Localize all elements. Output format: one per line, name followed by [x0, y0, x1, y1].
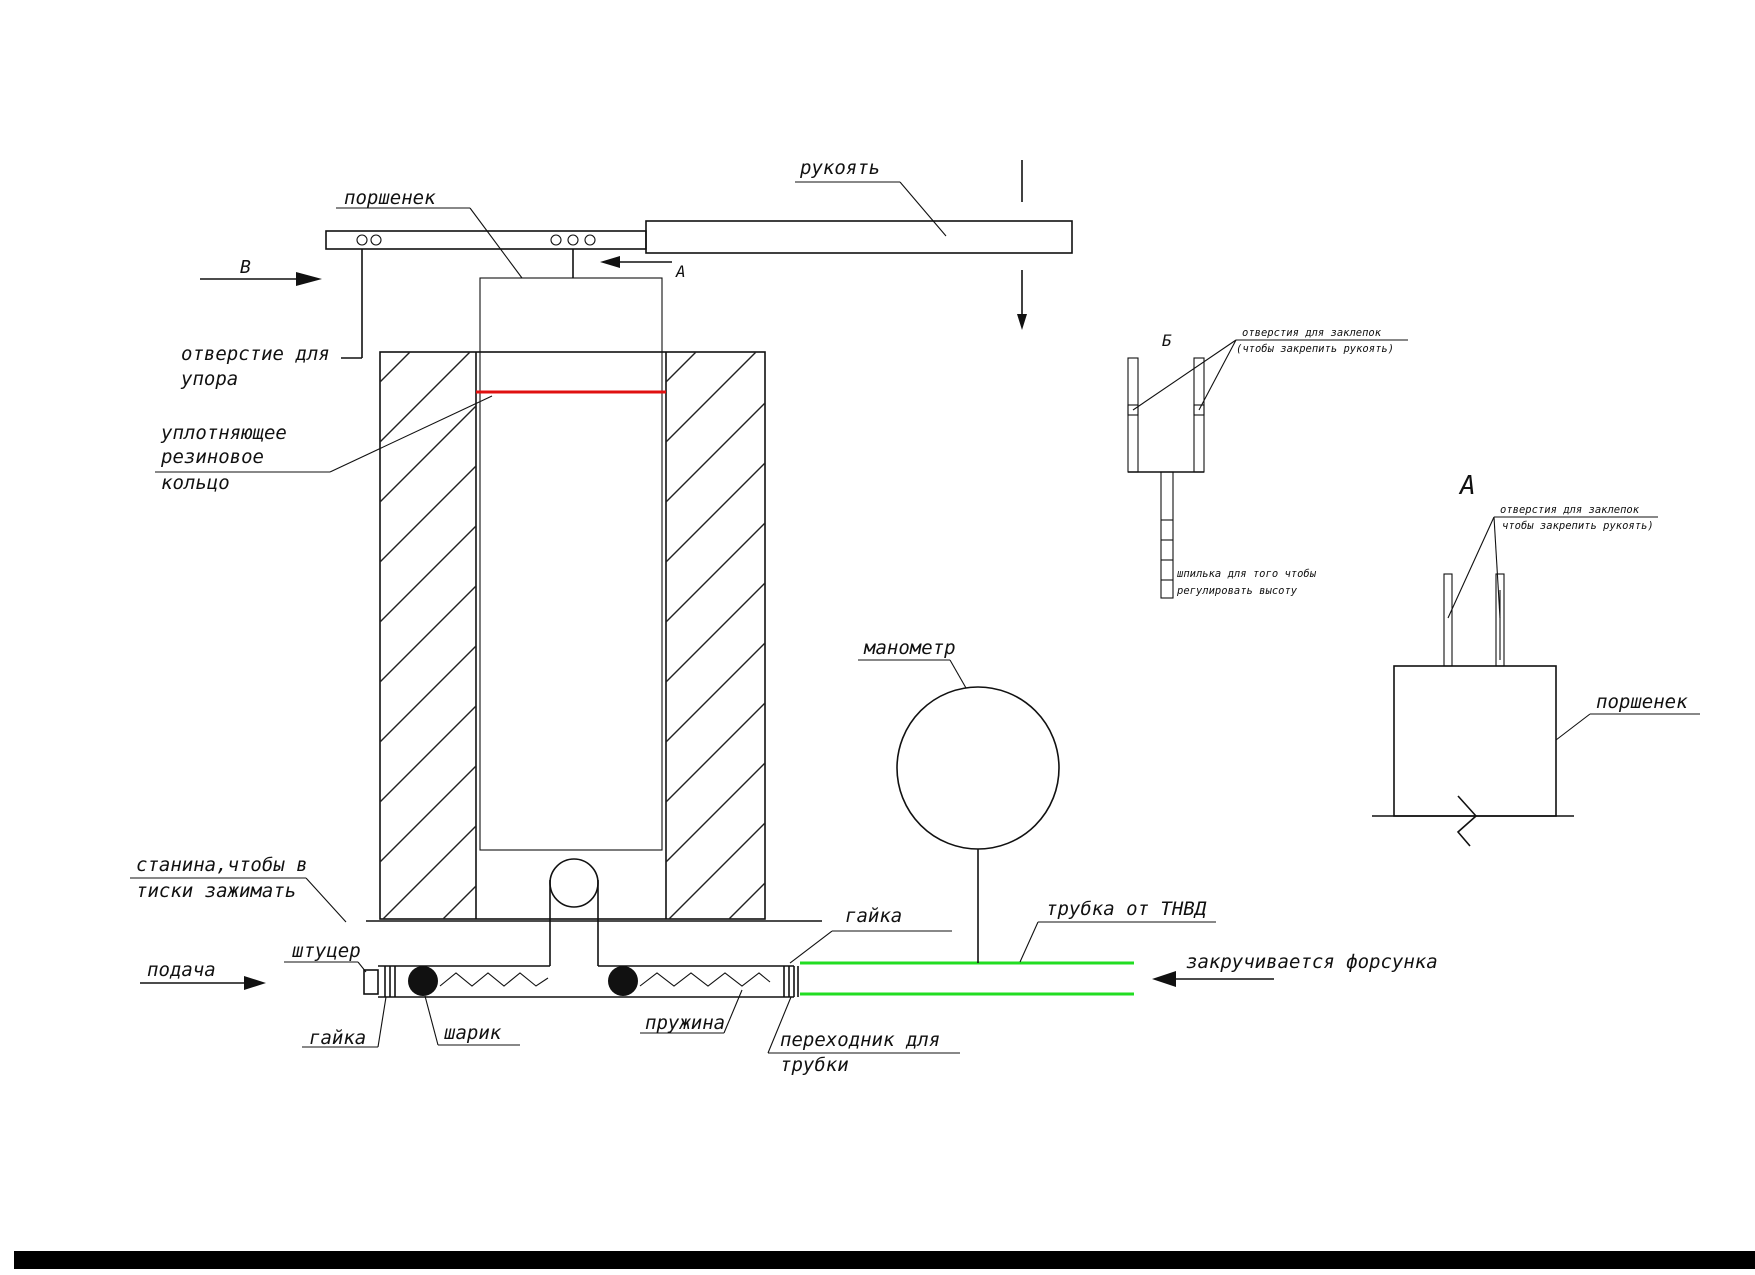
- adjustment-stud: [1160, 471, 1174, 599]
- handle-grip: [645, 220, 1073, 254]
- fitting-label: штуцер: [292, 940, 361, 962]
- lever-hole: [356, 234, 368, 246]
- adapter-label: переходник для: [780, 1029, 940, 1051]
- arrow-a: [600, 256, 620, 268]
- cylinder-body: [379, 277, 766, 920]
- manometer-gauge: [896, 686, 1060, 850]
- nut-left-label: гайка: [309, 1027, 366, 1049]
- check-ball: [608, 966, 638, 996]
- lever-hole: [567, 234, 579, 246]
- view-a-piston: [1393, 665, 1557, 817]
- view-b-stud-label: шпилька для того чтобы: [1177, 568, 1317, 580]
- seal-ring-label: уплотняющее: [160, 422, 287, 444]
- view-b-holes-label: отверстия для заклепок: [1242, 327, 1382, 339]
- check-ball: [408, 966, 438, 996]
- bottom-border: [14, 1251, 1755, 1269]
- view-a-title: А: [1458, 471, 1476, 501]
- lever-bar: [325, 230, 647, 250]
- arrow-b: [296, 272, 322, 286]
- channel-assembly: [363, 880, 1134, 998]
- spring: [439, 972, 549, 987]
- nut-right-label: гайка: [845, 905, 902, 927]
- supply-arrow: [244, 976, 266, 990]
- ball-label: шарик: [444, 1022, 502, 1044]
- hatching-left: [380, 352, 476, 919]
- frame-label: станина,чтобы в: [136, 854, 308, 876]
- piston-label: поршенек: [344, 187, 436, 209]
- tube-label: трубка от ТНВД: [1046, 898, 1207, 920]
- spring-label: пружина: [645, 1012, 725, 1034]
- frame-label-2: тиски зажимать: [136, 880, 296, 902]
- stop-hole-label-2: упора: [180, 368, 238, 390]
- callouts: отверстие для упора уплотняющее резиново…: [130, 343, 1438, 1076]
- view-a: А отверстия для заклепок чтобы закрепить…: [1372, 471, 1700, 847]
- view-b-holes-label-2: (чтобы закрепить рукоять): [1236, 343, 1394, 355]
- check-ball-top: [549, 858, 599, 908]
- supply-label: подача: [147, 959, 216, 981]
- view-a-holes-label: отверстия для заклепок: [1500, 504, 1640, 516]
- view-a-holes-label-2: чтобы закрепить рукоять): [1502, 520, 1654, 532]
- lever-hole: [584, 234, 596, 246]
- adapter-label-2: трубки: [780, 1054, 849, 1076]
- manometer: манометр: [858, 637, 1060, 963]
- spring: [639, 972, 771, 987]
- view-b-stud-label-2: регулировать высоту: [1176, 585, 1298, 597]
- arrow-b-label: В: [240, 257, 251, 278]
- piston: [479, 277, 663, 851]
- hatching-right: [666, 352, 765, 919]
- manometer-label: манометр: [863, 637, 956, 659]
- fitting: [363, 969, 379, 995]
- seal-ring-label-2: резиновое: [160, 446, 264, 468]
- seal-ring-label-3: кольцо: [161, 472, 230, 494]
- lever-hole: [550, 234, 562, 246]
- handle-assembly: рукоять поршенек В А: [200, 157, 1073, 359]
- view-a-piston-label: поршенек: [1596, 691, 1688, 713]
- view-b-title: Б: [1162, 331, 1172, 350]
- view-b: Б отверстия для заклепок (чтобы закрепит…: [1127, 327, 1408, 599]
- stop-hole-label: отверстие для: [181, 343, 330, 365]
- arrow-a-label: А: [675, 262, 686, 281]
- lever-hole: [370, 234, 382, 246]
- injector-label: закручивается форсунка: [1186, 951, 1438, 973]
- injector-arrow: [1152, 971, 1176, 987]
- handle-label: рукоять: [799, 157, 880, 179]
